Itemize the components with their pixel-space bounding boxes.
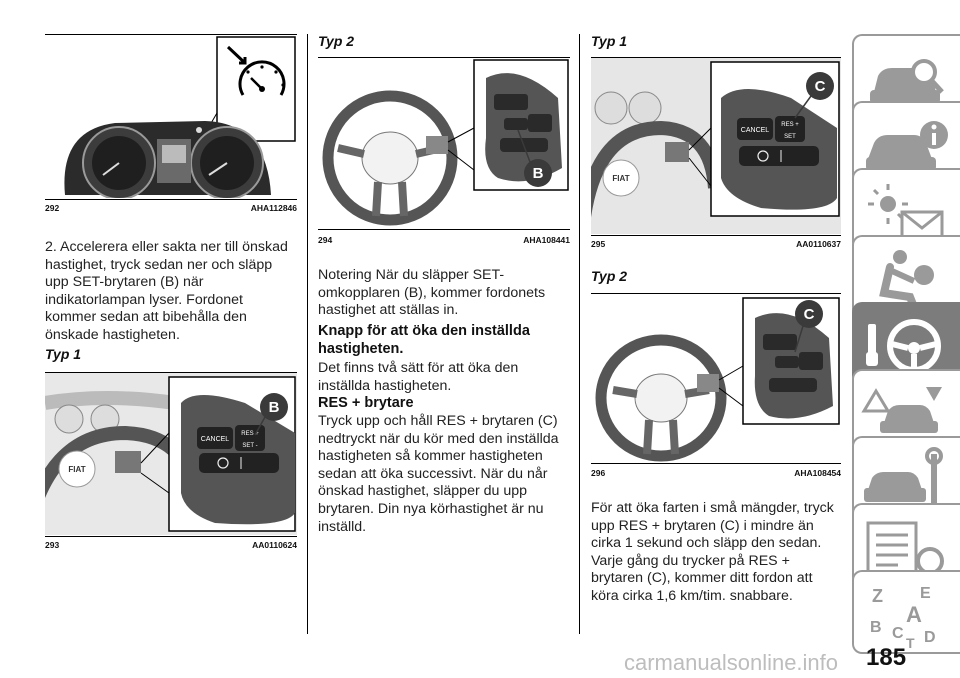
index-letter: A [906,602,922,627]
cancel-label: CANCEL [201,436,230,443]
callout-b: B [533,165,544,182]
index-letter: D [924,629,936,646]
index-letter: C [892,625,904,642]
figure-293-caption: 293 AA0110624 [45,540,297,550]
heading-typ2-right: Typ 2 [591,268,628,284]
fiat-logo: FIAT [68,465,85,474]
set-label: SET [784,134,796,140]
watermark: carmanualsonline.info [624,650,839,675]
car-info-icon [866,121,948,171]
heading-typ2-middle: Typ 2 [318,33,355,49]
figure-296-steering-switch: C [591,294,841,462]
paragraph-note: Notering När du släpper SET-omkopplaren … [318,267,546,319]
callout-c: C [815,78,826,95]
cancel-label: CANCEL [741,127,770,134]
figure-top-rule [591,293,841,294]
figure-code: AHA108441 [523,235,570,245]
figure-caption-rule [318,229,570,230]
paragraph-res-switch: Tryck upp och håll RES + brytaren (C) ne… [318,413,559,535]
figure-295-steering-switch: FIAT CANCEL RES + SET C [591,58,841,234]
heading-increase-speed: Knapp för att öka den inställda hastighe… [318,323,530,357]
figure-292-caption: 292 AHA112846 [45,203,297,213]
car-search-icon [870,59,944,104]
warning-lights-icon [868,184,944,240]
figure-number: 294 [318,235,333,245]
figure-296-caption: 296 AHA108454 [591,468,841,478]
paragraph-small-steps: För att öka farten i små mängder, tryck … [591,500,834,604]
set-label: SET - [242,443,257,449]
heading-res-switch: RES + brytare [318,395,414,411]
car-tools-icon [864,447,943,504]
index-letter: T [906,635,915,651]
figure-caption-rule [45,199,297,200]
tab-alphabet-index[interactable]: Z E B A C T D [852,570,960,654]
figure-top-rule [591,57,841,58]
figure-code: AHA108454 [794,468,841,478]
figure-top-rule [45,372,297,373]
paragraph-accelerate: 2. Accelerera eller sakta ner till önska… [45,239,288,343]
alphabet-index-icon: Z E B A C T D [870,585,936,651]
heading-typ1-right: Typ 1 [591,33,628,49]
figure-caption-rule [45,536,297,537]
paragraph-increase: Det finns två sätt för att öka den instä… [318,360,519,394]
callout-b: B [269,399,280,416]
figure-295-caption: 295 AA0110637 [591,239,841,249]
warning-triangle-car-icon [861,387,942,433]
fiat-logo: FIAT [612,174,629,183]
index-letter: B [870,619,882,636]
page-number: 185 [866,644,907,671]
figure-292-instrument-cluster [45,35,297,198]
figure-number: 293 [45,540,60,550]
res-label: RES + [781,122,799,128]
index-letter: E [920,585,931,602]
column-divider [307,34,308,634]
heading-typ1-left: Typ 1 [45,346,82,362]
figure-code: AA0110624 [252,540,297,550]
figure-caption-rule [591,235,841,236]
figure-293-steering-switch: FIAT CANCEL RES + SET - B [45,373,297,535]
column-divider [579,34,580,634]
figure-top-rule [45,34,297,35]
figure-number: 295 [591,239,606,249]
callout-c: C [804,306,815,323]
figure-number: 292 [45,203,60,213]
index-letter: Z [872,586,883,606]
figure-294-caption: 294 AHA108441 [318,235,570,245]
figure-code: AA0110637 [796,239,841,249]
figure-number: 296 [591,468,606,478]
figure-top-rule [318,57,570,58]
figure-294-steering-switch: B [318,58,570,228]
figure-code: AHA112846 [250,203,297,213]
figure-caption-rule [591,463,841,464]
res-label: RES + [241,431,259,437]
airbag-seat-icon [879,250,934,311]
